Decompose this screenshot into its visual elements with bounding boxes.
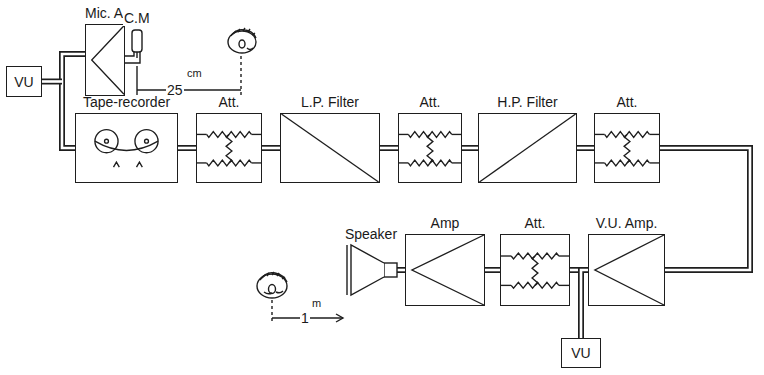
box-outline [280,113,380,183]
double-wire [462,148,478,149]
box-outline: VU [561,338,601,368]
double-wire [42,81,62,82]
microphone-symbol [125,30,142,63]
att-symbol [595,114,659,182]
double-wire [577,148,594,149]
box-outline [85,24,125,96]
wire-inner [62,54,85,148]
wire-inner [397,269,405,272]
filter-box: H.P. Filter [478,93,577,183]
box-outline [345,245,397,295]
wire-outer [178,145,196,151]
wire-outer [581,270,588,338]
amp-symbol [86,25,124,95]
annotation-label: m [311,297,322,309]
meter-label: VU [14,74,33,90]
wire-outer [397,267,405,273]
box-outline [75,113,178,183]
double-wire [397,270,405,271]
amp-symbol [589,235,664,305]
box-outline [500,234,570,306]
hp-symbol [479,114,576,182]
amp-symbol [406,235,484,305]
wire-inner [42,80,62,83]
box-outline [478,113,577,183]
annotation-label: 25 [166,82,184,98]
double-wire [581,270,588,338]
double-wire [262,148,280,149]
wire-inner [581,270,588,338]
block-label: Amp [431,214,460,232]
double-wire [62,54,85,148]
wire-inner [462,147,478,150]
double-wire [178,148,196,149]
wire-outer [462,145,478,151]
double-wire [660,148,750,270]
box-outline [405,234,485,306]
block-label: Speaker [345,225,397,243]
lp-symbol [281,114,379,182]
attenuator-box: Att. [196,93,262,183]
box-outline [398,113,462,183]
double-wire [380,148,398,149]
spk-symbol [345,245,397,295]
wire-inner [178,147,196,150]
wire-outer [62,54,85,148]
block-label: Att. [524,214,545,232]
wire-outer [485,267,500,273]
wire-inner [660,148,750,270]
wire-outer [262,145,280,151]
box-outline [594,113,660,183]
block-label: Att. [419,93,440,111]
head-figure [257,272,287,298]
tape-recorder-box: Tape-recorder [75,93,178,183]
amplifier-box: V.U. Amp. [588,214,665,306]
annotation-label: 1 [300,310,310,326]
box-outline: VU [6,66,42,97]
block-label: V.U. Amp. [596,214,658,232]
filter-box: L.P. Filter [280,93,380,183]
block-label: L.P. Filter [301,93,359,111]
wire-outer [660,148,750,270]
box-outline [588,234,665,306]
block-label: Att. [616,93,637,111]
attenuator-box: Att. [398,93,462,183]
box-outline [196,113,262,183]
wire-outer [380,145,398,151]
wire-outer [42,79,62,85]
meter-box: VU [6,66,42,97]
annotation-label: cm [186,67,203,79]
wire-inner [262,147,280,150]
attenuator-box: Att. [500,214,570,306]
meter-label: VU [571,345,590,361]
block-label: Tape-recorder [83,93,170,111]
dimension-line [137,56,241,96]
att-symbol [399,114,461,182]
tape-symbol [76,114,177,182]
text-holder: VU [562,339,600,367]
wire-inner [577,147,594,150]
block-label: Att. [218,93,239,111]
attenuator-box: Att. [594,93,660,183]
amplifier-box: Amp [405,214,485,306]
annotation-label: C.M [123,10,151,26]
block-label: H.P. Filter [497,93,557,111]
wire-inner [485,269,500,272]
double-wire [485,270,500,271]
meter-box: VU [561,338,601,368]
speaker-symbol: Speaker [345,225,397,295]
wire-outer [577,145,594,151]
att-symbol [501,235,569,305]
text-holder: VU [7,67,41,96]
amplifier-box: Mic. Amp. [85,4,125,96]
att-symbol [197,114,261,182]
wire-inner [380,147,398,150]
head-figure [228,28,256,53]
